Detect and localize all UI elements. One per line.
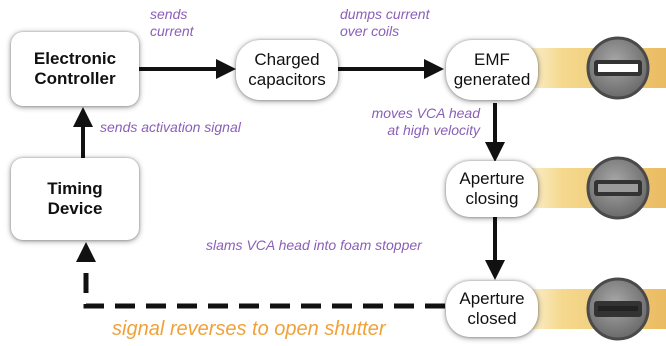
node-label: EMF generated bbox=[453, 50, 531, 89]
label-slams-head: slams VCA head into foam stopper bbox=[206, 237, 422, 253]
label-signal-reverses: signal reverses to open shutter bbox=[112, 318, 386, 340]
shutter-closing-icon bbox=[586, 156, 650, 220]
node-label: Charged capacitors bbox=[248, 50, 326, 89]
label-activation-signal: sends activation signal bbox=[100, 119, 241, 135]
node-timing-device: Timing Device bbox=[11, 158, 139, 240]
node-charged-capacitors: Charged capacitors bbox=[236, 40, 338, 100]
shutter-open-icon bbox=[586, 36, 650, 100]
node-electronic-controller: Electronic Controller bbox=[11, 32, 139, 106]
label-dumps-current: dumps current over coils bbox=[340, 6, 430, 39]
shutter-closed-icon bbox=[586, 277, 650, 341]
node-label: Electronic Controller bbox=[33, 49, 117, 88]
node-aperture-closed: Aperture closed bbox=[446, 281, 538, 337]
node-label: Aperture closing bbox=[459, 169, 525, 208]
node-label: Aperture closed bbox=[459, 289, 525, 328]
label-sends-current: sends current bbox=[150, 6, 194, 39]
node-label: Timing Device bbox=[47, 179, 103, 218]
label-moves-head: moves VCA head at high velocity bbox=[371, 105, 480, 138]
node-aperture-closing: Aperture closing bbox=[446, 161, 538, 217]
dashed-return-path bbox=[83, 250, 445, 309]
node-emf-generated: EMF generated bbox=[446, 40, 538, 100]
